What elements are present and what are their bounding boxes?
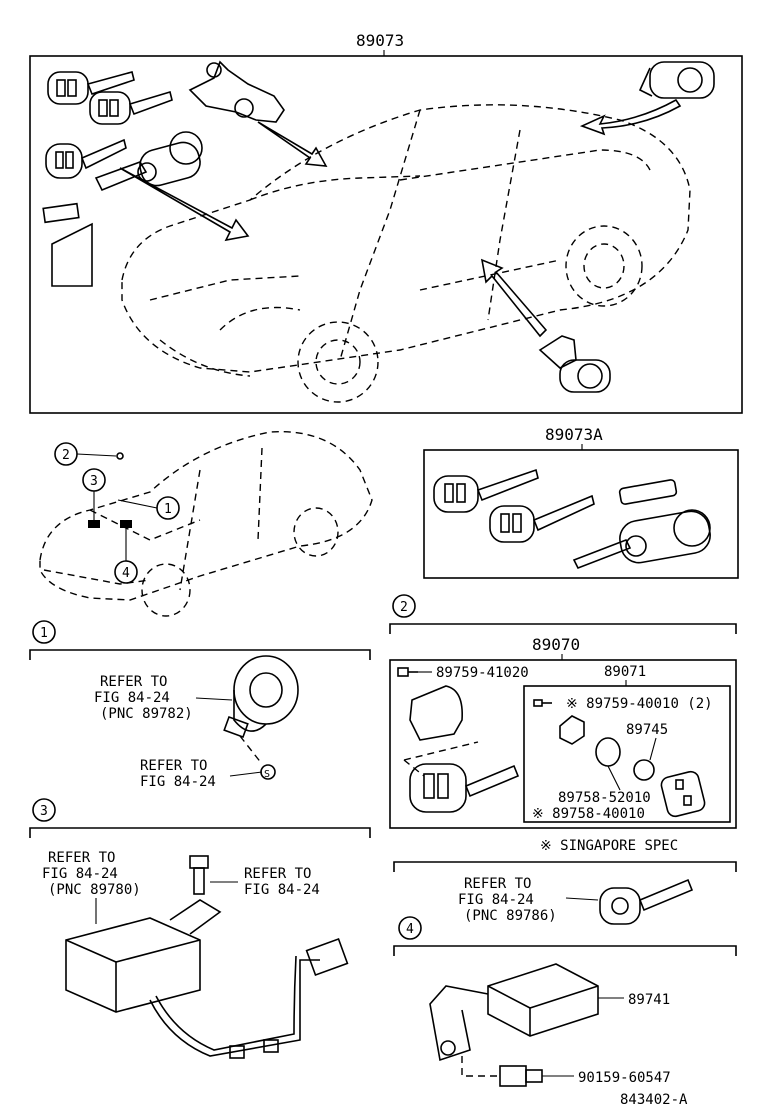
top-section-frame — [29, 55, 743, 414]
dashed-guide — [461, 1056, 500, 1077]
battery — [633, 759, 655, 781]
arrow-to-trunk — [579, 98, 682, 136]
part-89070-label: 89070 — [532, 635, 580, 654]
case-part — [559, 715, 585, 745]
refer-text: REFER TO — [100, 674, 167, 690]
part-89758-40010: ※ 89758-40010 — [532, 806, 645, 822]
transmitter-board — [660, 770, 706, 818]
key-plate — [618, 479, 678, 505]
section-3-bracket — [29, 827, 371, 838]
refer-text: FIG 84-24 — [42, 866, 118, 882]
callout-2-text: 2 — [62, 448, 70, 463]
key-plate — [42, 202, 80, 224]
refer-text: FIG 84-24 — [458, 892, 534, 908]
refer-text: FIG 84-24 — [94, 690, 170, 706]
section-2-number: 2 — [400, 600, 408, 615]
leader — [239, 735, 263, 765]
part-89073-label: 89073 — [356, 31, 404, 50]
vehicle-outline-small — [39, 430, 373, 617]
refer-text: FIG 84-24 — [244, 882, 320, 898]
trunk-lock-cylinder — [638, 61, 715, 99]
refer-bracket — [393, 861, 737, 872]
section-3-marker — [32, 798, 56, 822]
leader — [565, 897, 599, 901]
part-89758-52010: 89758-52010 — [558, 790, 651, 806]
screw-mark — [260, 764, 276, 780]
wire-harness — [149, 937, 349, 1059]
refer-text: (PNC 89780) — [48, 882, 141, 898]
horn-part — [223, 655, 299, 739]
label-card — [51, 222, 93, 287]
leader-1 — [117, 499, 158, 509]
assembly-89070-frame — [389, 659, 737, 829]
arrow-to-driver-door — [480, 258, 548, 338]
airbag-sensor — [429, 963, 599, 1062]
section-1-bracket — [29, 649, 371, 660]
callout-3-text: 3 — [90, 474, 98, 489]
s-mark: S — [264, 769, 270, 780]
bolt-icon — [189, 855, 209, 895]
driver-door-lock-cylinder — [538, 335, 611, 393]
key-icon — [89, 90, 173, 125]
remote-key — [409, 763, 520, 813]
leader — [649, 737, 657, 761]
key-icon — [599, 878, 694, 925]
part-89745: 89745 — [626, 722, 668, 738]
section-2-marker — [392, 594, 416, 618]
section-1-marker — [32, 620, 56, 644]
refer-text: (PNC 89782) — [100, 706, 193, 722]
arrow-to-door-lock — [257, 121, 328, 167]
section-4-bracket — [393, 945, 737, 956]
control-unit — [65, 899, 222, 1013]
part-89759-41020: 89759-41020 — [436, 665, 529, 681]
kit-a-frame — [423, 449, 739, 579]
leader — [607, 765, 621, 791]
vehicle-outline — [121, 104, 691, 403]
dashed-guide — [403, 741, 479, 761]
singapore-spec-note: ※ SINGAPORE SPEC — [540, 838, 678, 854]
door-lock-cylinder — [188, 60, 285, 123]
callout-4-text: 4 — [122, 566, 130, 581]
section-1-number: 1 — [40, 626, 48, 641]
o-ring — [595, 737, 621, 767]
callout-1-text: 1 — [164, 502, 172, 517]
screw-icon — [397, 667, 418, 677]
leader — [195, 697, 233, 701]
refer-text: REFER TO — [140, 758, 207, 774]
figure-id: 843402-A — [620, 1092, 688, 1108]
refer-text: REFER TO — [464, 876, 531, 892]
key-icon — [47, 71, 135, 105]
arrow-to-ignition — [119, 167, 250, 242]
screw-icon — [533, 699, 552, 707]
section-4-marker — [398, 916, 422, 940]
part-89073A-label: 89073A — [545, 425, 603, 444]
sensor-point — [116, 452, 124, 460]
sub-assembly-89071-frame — [523, 685, 731, 823]
section-2-bracket — [389, 623, 737, 634]
refer-text: FIG 84-24 — [140, 774, 216, 790]
ecu-marker — [88, 520, 100, 528]
ecu-marker — [120, 520, 132, 528]
dashed-guide — [403, 759, 425, 777]
part-89741: 89741 — [628, 992, 670, 1008]
part-89071-label: 89071 — [604, 664, 646, 680]
bolt-icon — [499, 1065, 543, 1087]
leader — [229, 771, 263, 777]
key-icon — [433, 468, 539, 513]
refer-text: REFER TO — [48, 850, 115, 866]
ignition-lock-cylinder — [94, 131, 203, 192]
key-icon — [489, 494, 595, 543]
section-3-number: 3 — [40, 804, 48, 819]
ignition-lock-cylinder — [572, 509, 711, 570]
part-89759-40010: ※ 89759-40010 (2) — [566, 696, 713, 712]
part-90159-60547: 90159-60547 — [578, 1070, 671, 1086]
section-4-number: 4 — [406, 922, 414, 937]
key-cover — [409, 685, 463, 741]
leader-2 — [76, 453, 117, 457]
key-icon — [45, 138, 127, 179]
refer-text: (PNC 89786) — [464, 908, 557, 924]
refer-text: REFER TO — [244, 866, 311, 882]
